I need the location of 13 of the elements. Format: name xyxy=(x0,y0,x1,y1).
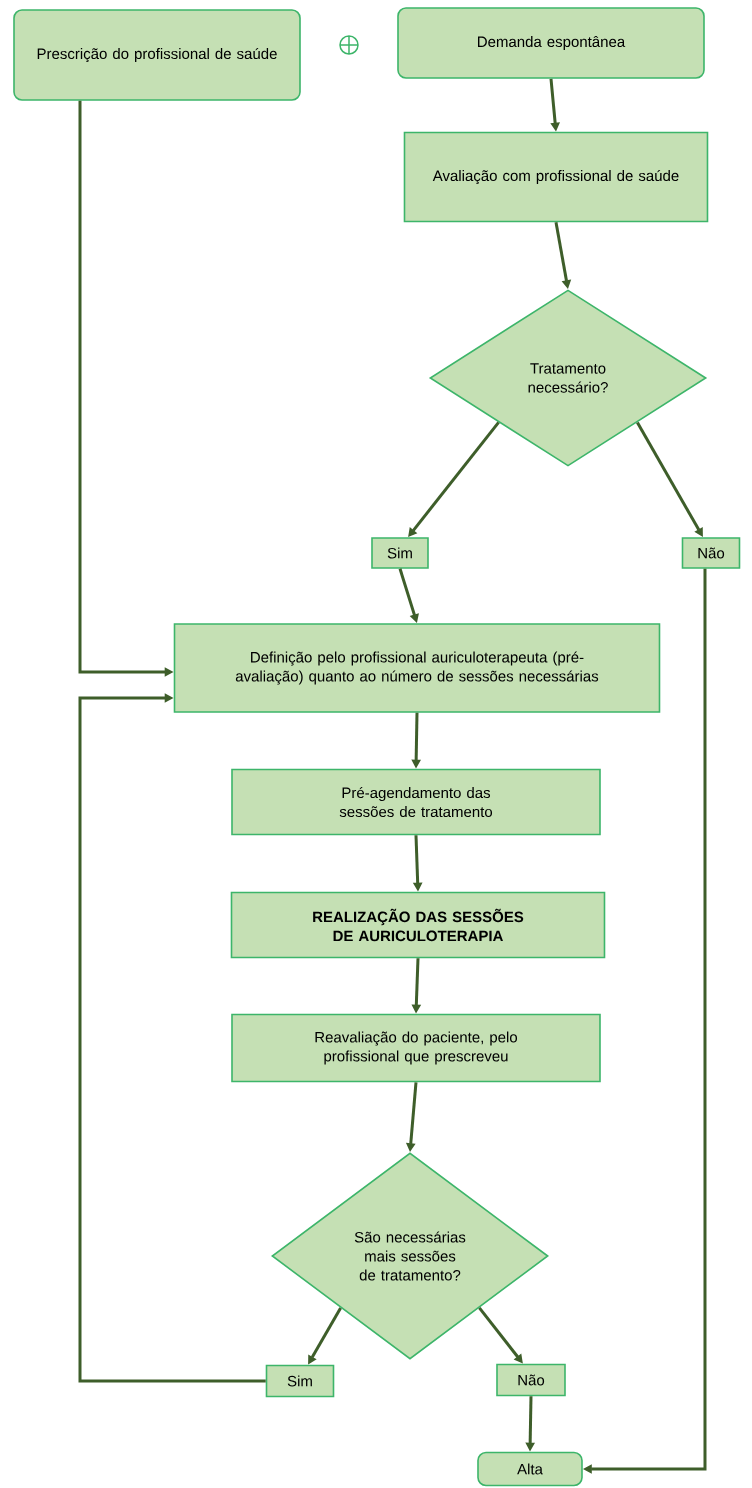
process-box: Alta xyxy=(477,1451,583,1487)
process-box: Avaliação com profissional de saúde xyxy=(403,131,709,223)
process-box: Pré-agendamento das sessões de tratamento xyxy=(231,768,601,836)
process-box: Reavaliação do paciente, pelo profissional que prescreveu xyxy=(231,1013,601,1083)
process-box: Demanda espontânea xyxy=(397,7,705,79)
process-box: Não xyxy=(496,1363,566,1397)
process-box: Não xyxy=(681,537,741,569)
arrow xyxy=(78,693,266,1383)
process-box: Sim xyxy=(265,1364,335,1398)
process-box: Definição pelo profissional auriculoterapeuta (pré-avaliação) quanto ao número de sessões necessárias xyxy=(173,623,661,713)
process-box: Sim xyxy=(371,537,429,569)
process-box: REALIZAÇÃO DAS SESSÕES DE AURICULOTERAPIA xyxy=(230,891,606,959)
process-box: Prescrição do profissional de saúde xyxy=(13,9,301,101)
